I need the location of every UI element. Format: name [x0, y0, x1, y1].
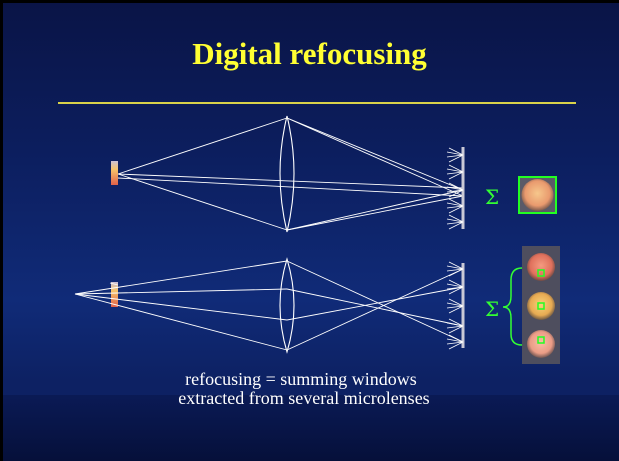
caption: refocusing = summing windows extracted f…	[120, 370, 500, 408]
caption-line-2: extracted from several microlenses	[178, 388, 430, 408]
bottom-band	[0, 395, 619, 461]
top-summed-blob	[521, 179, 554, 211]
title-rule	[58, 102, 576, 104]
sigma-top: Σ	[485, 185, 499, 209]
top-rays-lens-to-sensor	[286, 117, 464, 231]
slide-frame-left	[0, 0, 3, 461]
microlens-image-2	[527, 292, 555, 320]
microlens-image-3	[527, 330, 555, 358]
bottom-optical-path	[74, 246, 560, 364]
bottom-rays-lens-to-sensor	[286, 260, 464, 351]
sigma-bottom: Σ	[485, 297, 499, 321]
bottom-object	[111, 282, 118, 307]
slide-frame-top	[0, 0, 619, 3]
caption-line-1: refocusing = summing windows	[185, 369, 417, 389]
window-marker-1	[537, 269, 545, 277]
top-main-lens	[279, 115, 295, 233]
top-microlens-fans	[446, 147, 464, 230]
top-rays-object-to-lens	[117, 117, 464, 231]
bottom-rays-to-lens	[74, 260, 288, 351]
bottom-brace	[502, 267, 523, 346]
bottom-microlens-fans	[446, 261, 464, 350]
window-marker-3	[537, 336, 545, 344]
top-selection-box	[518, 176, 557, 214]
microlens-image-1	[527, 253, 555, 281]
window-marker-2	[537, 302, 545, 310]
top-optical-path	[111, 115, 557, 233]
bottom-main-lens	[279, 257, 295, 354]
top-object	[111, 161, 118, 185]
slide-title: Digital refocusing	[192, 36, 427, 71]
